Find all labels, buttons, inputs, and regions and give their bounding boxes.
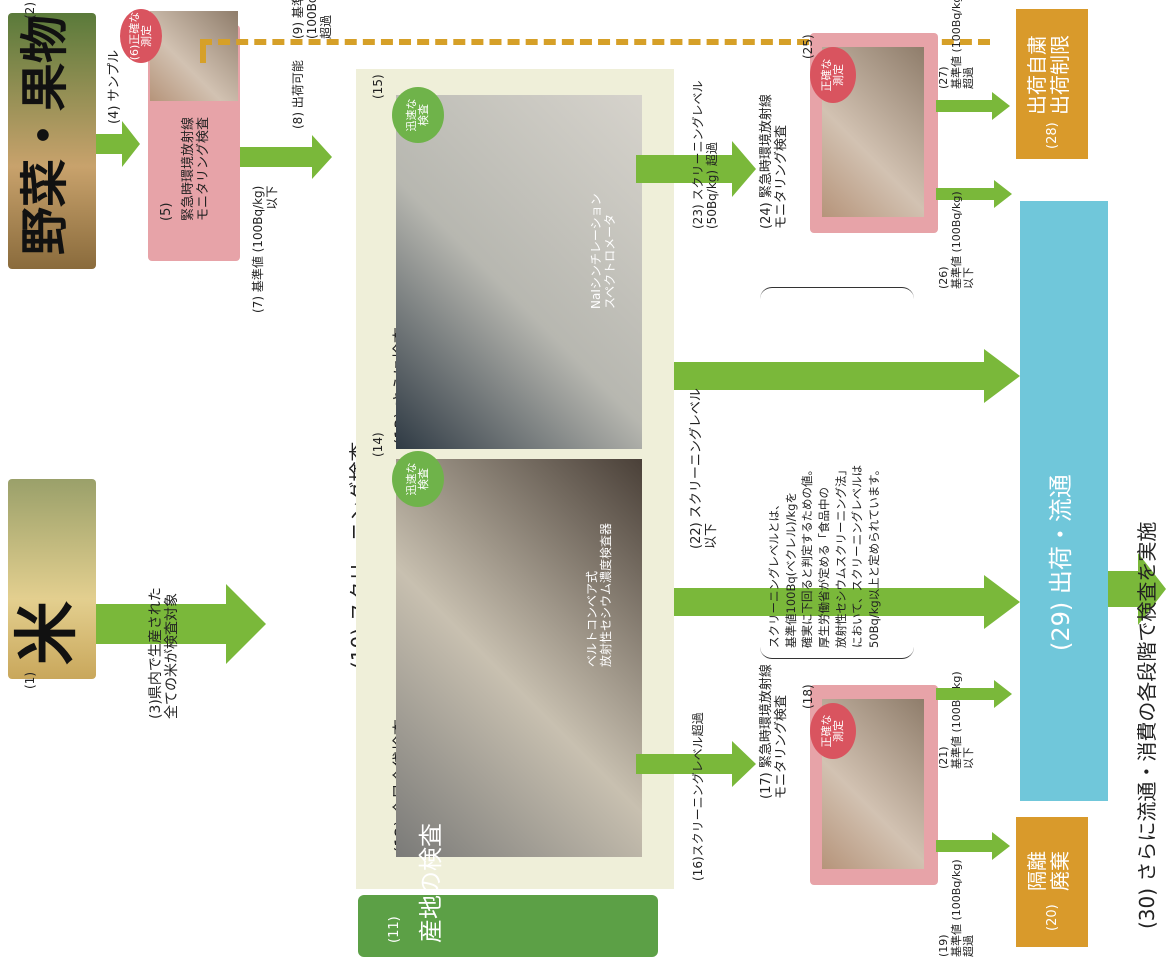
nai-caption: NaIシンチレーション スペクトロメータ (589, 193, 617, 309)
label-28: (28) (1045, 122, 1060, 149)
label-27: (27) 基準値 (100Bq/kg) 超過 (937, 0, 976, 89)
badge-14: 迅速な 検査 (392, 451, 444, 507)
origin-inspection-box: (11) 産地の検査 (358, 823, 658, 957)
label-20: (20) (1045, 904, 1060, 931)
veg-arrow (96, 121, 140, 167)
right-exceed-arrow (936, 92, 1010, 120)
label-16: (16)スクリーニングレベル超過 (691, 712, 705, 881)
label-5-text: 緊急時環境放射線 モニタリング検査 (181, 116, 211, 221)
veg-pass-arrow (240, 135, 332, 179)
conveyor-photo: ベルトコンベア式 放射性セシウム濃度検査器 (396, 459, 642, 857)
note-bracket: スクリーニングレベルとは、 基準値100Bq(ベクレル)/kgを 確実に下回ると… (760, 287, 914, 659)
distribution-box: (29) 出荷・流通 (1020, 201, 1108, 801)
disposal-box: (20) 隔離 廃棄 (1016, 817, 1088, 947)
label-15: (15) (371, 74, 385, 99)
label-2: (2) (23, 2, 37, 19)
conveyor-caption: ベルトコンベア式 放射性セシウム濃度検査器 (585, 522, 613, 667)
right-pass-arrow (936, 180, 1012, 208)
veg-monitoring-photo (150, 11, 238, 101)
badge-6: (6)正確な 測定 (120, 9, 162, 63)
label-24: (24) 緊急時環境放射線 モニタリング検査 (759, 94, 789, 229)
screening-panel: (12) 全量全袋検査 ベルトコンベア式 放射性セシウム濃度検査器 迅速な 検査… (356, 69, 674, 889)
label-11-num: (11) (387, 916, 402, 943)
badge-25-text: 正確な 測定 (819, 58, 845, 92)
label-19: (19) 基準値 (100Bq/kg) 超過 (937, 859, 976, 957)
label-20-text: 隔離 廃棄 (1025, 851, 1072, 891)
screening-note: スクリーニングレベルとは、 基準値100Bq(ベクレル)/kgを 確実に下回ると… (767, 463, 882, 648)
label-28-text: 出荷自粛 出荷制限 (1025, 35, 1072, 115)
label-4: (4) サンプル (107, 49, 122, 124)
label-8: (8) 出荷可能 (291, 60, 305, 129)
badge-15-text: 迅速な 検査 (404, 98, 430, 132)
badge-18: 正確な 測定 (810, 703, 856, 759)
badge-18-text: 正確な 測定 (819, 714, 845, 748)
rice-banner: 米 (8, 479, 96, 679)
screen-pass-arrow-2 (674, 349, 1020, 403)
label-29: (29) 出荷・流通 (1047, 474, 1075, 651)
label-14: (14) (371, 432, 385, 457)
left-exceed-arrow (936, 832, 1010, 860)
shipping-restriction-box: (28) 出荷自粛 出荷制限 (1016, 9, 1088, 159)
label-9: (9) 基準値 (100Bq/kg) 超過 (291, 0, 333, 39)
vegetable-banner: 野菜・果物 (8, 13, 96, 269)
label-22: (22) スクリーニングレベル 以下 (689, 388, 719, 549)
badge-6-text: (6)正確な 測定 (127, 11, 153, 61)
label-18: (18) (801, 684, 815, 709)
label-17: (17) 緊急時環境放射線 モニタリング検査 (759, 664, 789, 799)
nai-photo: NaIシンチレーション スペクトロメータ (396, 95, 642, 449)
label-3: (3)県内で生産された 全ての米が検査対象 (148, 587, 181, 719)
screen-exceed-arrow-left (636, 741, 756, 787)
rice-label: 米 (11, 601, 85, 665)
label-5-num: (5) (159, 202, 174, 221)
rice-arrow (96, 584, 266, 664)
label-23: (23) スクリーニングレベル (50Bq/kg) 超過 (691, 80, 719, 229)
veg-exceed-dotted-connector (200, 39, 206, 63)
label-25: (25) (801, 34, 815, 59)
label-26: (26) 基準値 (100Bq/kg) 以下 (937, 191, 976, 289)
distribution-down-arrow (1108, 553, 1166, 625)
label-7: (7) 基準値 (100Bq/kg) 以下 (251, 185, 279, 313)
label-1: (1) (23, 672, 37, 689)
badge-14-text: 迅速な 検査 (404, 462, 430, 496)
screen-exceed-arrow-right (636, 141, 756, 197)
badge-15: 迅速な 検査 (392, 87, 444, 143)
label-11-text: 産地の検査 (417, 823, 445, 943)
badge-25: 正確な 測定 (810, 47, 856, 103)
label-30: (30) さらに流通・消費の各段階で検査を実施 (1135, 521, 1159, 929)
left-pass-arrow (936, 680, 1012, 708)
screen-pass-arrow-1 (674, 575, 1020, 629)
veg-label: 野菜・果物 (17, 14, 73, 255)
